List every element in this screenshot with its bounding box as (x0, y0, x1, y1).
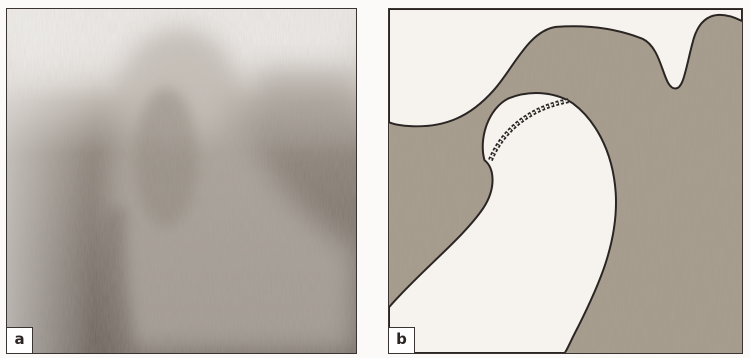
schematic-drawing (389, 9, 742, 353)
radiograph-image (7, 9, 356, 353)
radiograph-panel: a (6, 8, 357, 354)
panel-label-b: b (389, 327, 415, 353)
schematic-panel: b (388, 8, 743, 354)
panel-label-a: a (7, 327, 33, 353)
